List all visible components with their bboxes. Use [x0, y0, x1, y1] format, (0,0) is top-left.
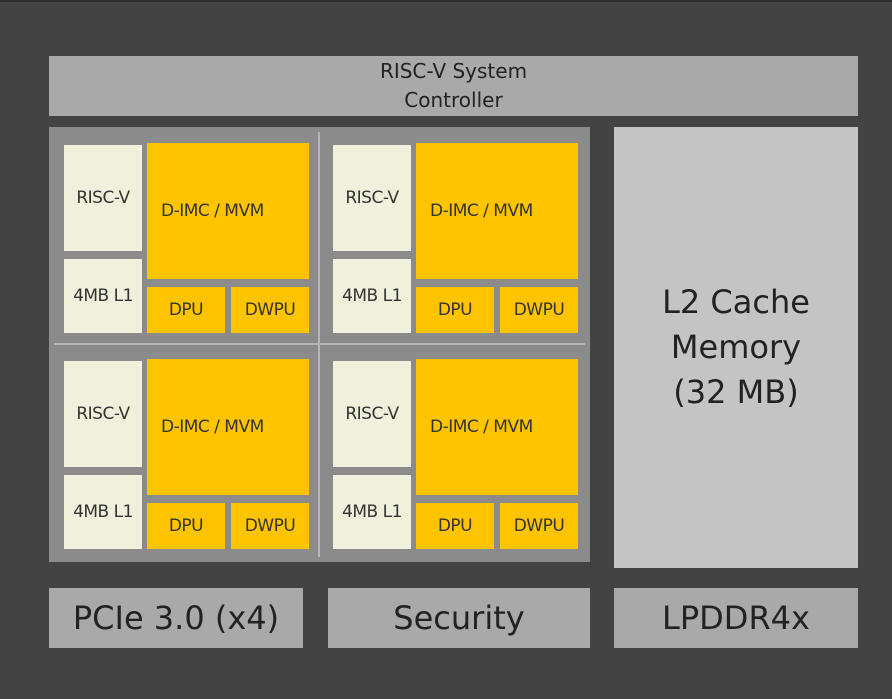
- system-controller-line2: Controller: [404, 88, 503, 112]
- core-riscv-block: RISC-V: [64, 361, 142, 467]
- l2-cache-line3: (32 MB): [673, 373, 799, 411]
- cluster-divider-horizontal: [54, 343, 585, 345]
- core-dwpu-block: DWPU: [231, 503, 309, 549]
- lpddr4x-block: LPDDR4x: [614, 588, 858, 648]
- top-border: [0, 0, 892, 2]
- core-l1-block: 4MB L1: [333, 259, 411, 333]
- l2-cache-memory-block: L2 Cache Memory (32 MB): [614, 127, 858, 568]
- core-dwpu-block: DWPU: [500, 503, 578, 549]
- l2-cache-line1: L2 Cache: [662, 283, 810, 321]
- core-dimc-mvm-block: D-IMC / MVM: [416, 359, 578, 495]
- core-riscv-block: RISC-V: [333, 145, 411, 251]
- core-dwpu-block: DWPU: [500, 287, 578, 333]
- risc-v-system-controller-block: RISC-V System Controller: [49, 56, 858, 116]
- core-dwpu-block: DWPU: [231, 287, 309, 333]
- core-dimc-mvm-block: D-IMC / MVM: [416, 143, 578, 279]
- core-l1-block: 4MB L1: [64, 259, 142, 333]
- l2-cache-line2: Memory: [670, 328, 802, 366]
- core-dpu-block: DPU: [416, 503, 494, 549]
- core-dpu-block: DPU: [147, 503, 225, 549]
- system-controller-line1: RISC-V System: [379, 59, 528, 83]
- core-riscv-block: RISC-V: [333, 361, 411, 467]
- core-riscv-block: RISC-V: [64, 145, 142, 251]
- core-dpu-block: DPU: [147, 287, 225, 333]
- core-l1-block: 4MB L1: [333, 475, 411, 549]
- core-dpu-block: DPU: [416, 287, 494, 333]
- core-dimc-mvm-block: D-IMC / MVM: [147, 143, 309, 279]
- core-l1-block: 4MB L1: [64, 475, 142, 549]
- pcie-block: PCIe 3.0 (x4): [49, 588, 303, 648]
- security-block: Security: [328, 588, 590, 648]
- core-dimc-mvm-block: D-IMC / MVM: [147, 359, 309, 495]
